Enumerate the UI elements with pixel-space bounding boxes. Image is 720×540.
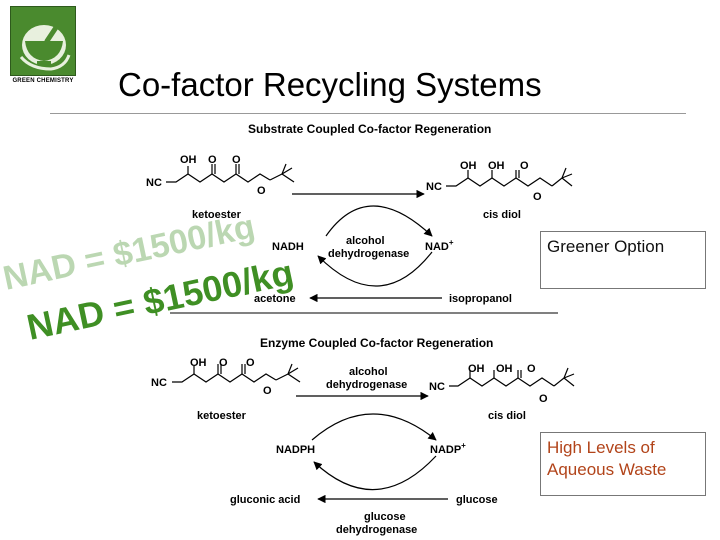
hydroxyl-label: OH — [488, 160, 505, 172]
cofactor-oxidized: NADP+ — [430, 441, 466, 456]
ketoester-molecule-bottom — [172, 363, 301, 383]
cis-diol-molecule-top — [446, 167, 573, 187]
oxygen-label: O — [219, 357, 228, 369]
cofactor-reduced: NADPH — [276, 444, 315, 456]
nc-group: NC — [146, 177, 162, 189]
greener-option-callout: Greener Option — [540, 231, 706, 289]
enzyme-name-line2: dehydrogenase — [326, 379, 407, 391]
cycle-arrow-lower — [317, 251, 433, 287]
mortar-pestle-icon — [10, 6, 76, 76]
oxygen-label: O — [527, 363, 536, 375]
nc-group: NC — [429, 381, 445, 393]
cofactor-reduced: NADH — [272, 241, 304, 253]
oxygen-label: O — [208, 154, 217, 166]
enzyme-name-line2: dehydrogenase — [336, 524, 417, 536]
ketoester-label: ketoester — [192, 209, 242, 221]
cycle-arrow-lower — [313, 455, 437, 491]
enzyme-name-line2: dehydrogenase — [328, 248, 409, 260]
logo-caption: GREEN CHEMISTRY — [12, 78, 74, 84]
cycle-arrow-upper — [311, 413, 437, 441]
top-scheme-heading: Substrate Coupled Co-factor Regeneration — [248, 122, 491, 136]
callout-text-line2: Aqueous Waste — [547, 460, 667, 479]
callout-text: Greener Option — [547, 237, 665, 256]
cosubstrate-label: glucose — [456, 494, 498, 506]
hydroxyl-label: OH — [496, 363, 513, 375]
enzyme-name-line1: alcohol — [349, 366, 388, 378]
green-chemistry-logo: GREEN CHEMISTRY — [10, 6, 76, 88]
nc-group: NC — [151, 377, 167, 389]
byproduct-label: acetone — [254, 293, 296, 305]
nc-group: NC — [426, 181, 442, 193]
oxygen-label: O — [533, 191, 542, 203]
oxygen-label: O — [539, 393, 548, 405]
cosubstrate-label: isopropanol — [449, 293, 512, 305]
hydroxyl-label: OH — [190, 357, 207, 369]
ketoester-label: ketoester — [197, 410, 247, 422]
oxygen-label: O — [520, 160, 529, 172]
oxygen-label: O — [232, 154, 241, 166]
oxygen-label: O — [246, 357, 255, 369]
cycle-arrow-upper — [325, 205, 433, 237]
enzyme-name-line1: alcohol — [346, 235, 385, 247]
hydroxyl-label: OH — [180, 154, 197, 166]
bottom-scheme-heading: Enzyme Coupled Co-factor Regeneration — [260, 336, 493, 350]
enzyme-name-line1: glucose — [364, 511, 406, 523]
hydroxyl-label: OH — [468, 363, 485, 375]
hydroxyl-label: OH — [460, 160, 477, 172]
byproduct-label: gluconic acid — [230, 494, 300, 506]
aqueous-waste-callout: High Levels of Aqueous Waste — [540, 432, 706, 496]
cofactor-oxidized: NAD+ — [425, 238, 454, 253]
cis-diol-molecule-bottom — [449, 367, 575, 387]
cis-diol-label: cis diol — [483, 209, 521, 221]
title-divider — [50, 113, 686, 114]
callout-text-line1: High Levels of — [547, 438, 655, 457]
ketoester-molecule-top — [166, 163, 295, 183]
oxygen-label: O — [257, 185, 266, 197]
page-title: Co-factor Recycling Systems — [118, 66, 542, 103]
cis-diol-label: cis diol — [488, 410, 526, 422]
oxygen-label: O — [263, 385, 272, 397]
